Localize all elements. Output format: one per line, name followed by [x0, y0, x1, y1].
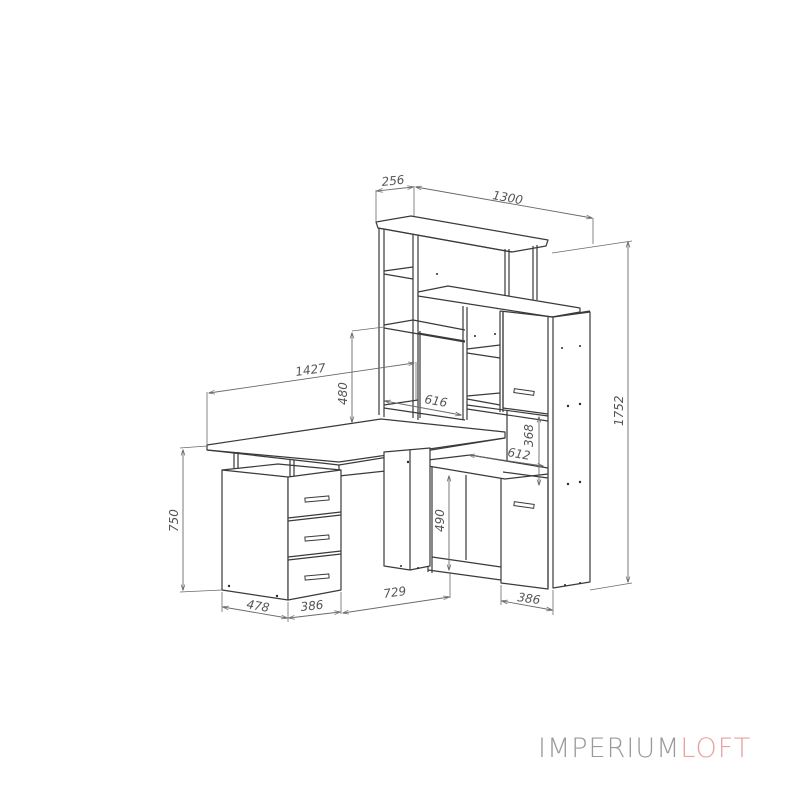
dim-under-shelf: 490: [433, 509, 447, 532]
upper-door-handle: [513, 388, 535, 396]
dim-pedestal-width: 386: [300, 598, 325, 614]
desk-top: [206, 418, 506, 571]
dimension-lines: [179, 186, 633, 622]
drawer-2-handle: [304, 534, 330, 542]
dim-gap-width: 729: [382, 584, 407, 601]
lower-door-handle: [513, 501, 535, 509]
dim-shelf-depth: 616: [423, 392, 448, 410]
brand-part-imperium: IMPERIUM: [538, 733, 681, 764]
dim-desk-height: 750: [167, 509, 181, 532]
dimension-labels: 256 1300 1427 480 616 368 612 1752 750 4…: [167, 173, 626, 615]
dim-pedestal-depth: 478: [245, 597, 270, 615]
dim-total-height: 1752: [612, 395, 626, 426]
drawer-1-handle: [304, 495, 330, 503]
dim-top-width: 1300: [491, 188, 524, 207]
drawer-3-handle: [304, 573, 330, 581]
brand-logo: IMPERIUMLOFT: [538, 733, 751, 764]
dim-top-depth: 256: [381, 173, 406, 189]
dim-cabinet-width: 386: [517, 590, 542, 607]
shelving-tower: [375, 215, 581, 421]
dim-inner-depth: 612: [506, 445, 531, 463]
dim-desk-width: 1427: [294, 361, 327, 379]
brand-part-loft: LOFT: [680, 733, 752, 764]
drawer-pedestal: [221, 463, 342, 601]
dim-inner-height: 368: [522, 424, 536, 447]
dim-shelf-gap: 480: [336, 382, 350, 405]
